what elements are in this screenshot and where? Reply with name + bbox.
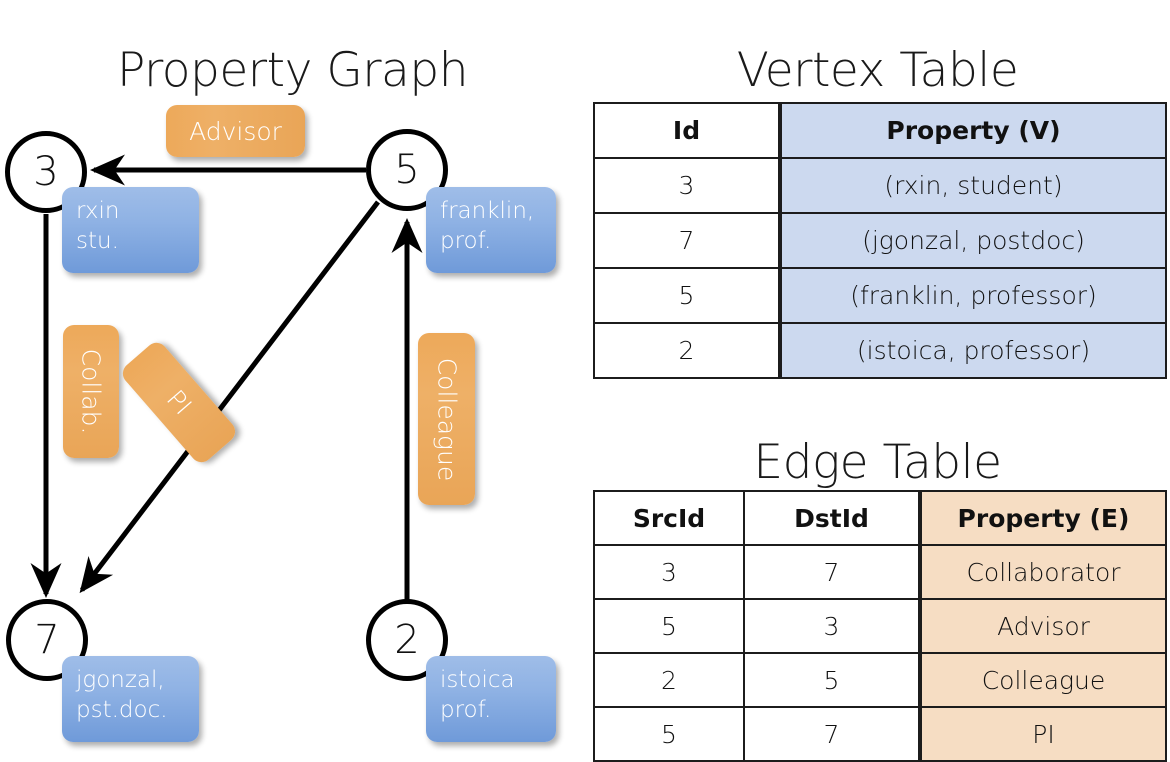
vertex-row-3-id: 2 xyxy=(593,322,781,379)
vertex-table-header-property: Property (V) xyxy=(778,102,1167,159)
table-row[interactable]: 5 (franklin, professor) xyxy=(593,267,1167,324)
vertex-table-header-id: Id xyxy=(593,102,781,159)
node-property-franklin-line1: franklin, xyxy=(440,198,535,224)
edge-label-colleague[interactable]: Colleague xyxy=(418,333,475,505)
table-row[interactable]: 2 5 Colleague xyxy=(593,652,1167,708)
edge-table: SrcId DstId Property (E) 3 7 Collaborato… xyxy=(593,490,1167,762)
node-property-box-jgonzal[interactable]: jgonzal, pst.doc. xyxy=(62,656,199,742)
node-property-box-rxin[interactable]: rxin stu. xyxy=(62,187,199,273)
page-title-edge-table: Edge Table xyxy=(753,435,1002,491)
page-title-vertex-table: Vertex Table xyxy=(736,43,1019,99)
node-property-rxin-line1: rxin xyxy=(76,198,120,224)
table-row[interactable]: 5 7 PI xyxy=(593,706,1167,762)
graph-node-7-label: 7 xyxy=(34,617,60,663)
node-property-istoica-line2: prof. xyxy=(440,697,492,724)
edge-row-1-property: Advisor xyxy=(918,598,1167,654)
vertex-table-header-row: Id Property (V) xyxy=(593,102,1167,159)
node-property-box-istoica[interactable]: istoica prof. xyxy=(426,656,556,742)
vertex-table: Id Property (V) 3 (rxin, student) 7 (jgo… xyxy=(593,102,1167,379)
page-title-property-graph: Property Graph xyxy=(117,43,469,99)
edge-row-0-property: Collaborator xyxy=(918,544,1167,600)
graph-edges-svg xyxy=(30,154,423,600)
graph-node-2[interactable]: 2 xyxy=(366,599,448,681)
node-property-jgonzal-line2: pst.doc. xyxy=(76,697,168,724)
table-row[interactable]: 7 (jgonzal, postdoc) xyxy=(593,212,1167,269)
table-row[interactable]: 3 7 Collaborator xyxy=(593,544,1167,600)
graph-node-5[interactable]: 5 xyxy=(366,129,448,211)
edge-row-0-dst: 7 xyxy=(743,544,921,600)
edge-row-2-property: Colleague xyxy=(918,652,1167,708)
vertex-row-0-id: 3 xyxy=(593,157,781,214)
edge-label-colleague-text: Colleague xyxy=(432,357,462,481)
vertex-row-2-property: (franklin, professor) xyxy=(778,267,1167,324)
graph-node-3-label: 3 xyxy=(33,149,59,195)
graph-node-5-label: 5 xyxy=(394,147,420,193)
edge-row-3-src: 5 xyxy=(593,706,745,762)
property-graph-panel: Property Graph 3 5 7 2 rxin stu. frankli… xyxy=(0,0,585,760)
edge-table-header-srcid: SrcId xyxy=(593,490,745,546)
edge-row-2-dst: 5 xyxy=(743,652,921,708)
edge-5-to-7 xyxy=(79,200,380,594)
table-row[interactable]: 2 (istoica, professor) xyxy=(593,322,1167,379)
node-property-istoica-line1: istoica xyxy=(440,667,515,693)
edge-row-0-src: 3 xyxy=(593,544,745,600)
vertex-row-1-id: 7 xyxy=(593,212,781,269)
edge-row-3-property: PI xyxy=(918,706,1167,762)
node-property-rxin-line2: stu. xyxy=(76,228,119,255)
edge-table-header-property: Property (E) xyxy=(918,490,1167,546)
node-property-box-franklin[interactable]: franklin, prof. xyxy=(426,187,556,273)
vertex-row-0-property: (rxin, student) xyxy=(778,157,1167,214)
node-property-franklin-line2: prof. xyxy=(440,228,492,255)
edge-row-3-dst: 7 xyxy=(743,706,921,762)
edge-row-1-dst: 3 xyxy=(743,598,921,654)
vertex-row-1-property: (jgonzal, postdoc) xyxy=(778,212,1167,269)
vertex-row-2-id: 5 xyxy=(593,267,781,324)
table-row[interactable]: 5 3 Advisor xyxy=(593,598,1167,654)
edge-label-advisor[interactable]: Advisor xyxy=(166,105,305,157)
node-property-jgonzal-line1: jgonzal, xyxy=(76,667,165,693)
graph-node-2-label: 2 xyxy=(394,617,420,663)
edge-label-collab[interactable]: Collab. xyxy=(63,325,119,458)
edge-table-header-row: SrcId DstId Property (E) xyxy=(593,490,1167,546)
edge-row-2-src: 2 xyxy=(593,652,745,708)
table-row[interactable]: 3 (rxin, student) xyxy=(593,157,1167,214)
edge-table-header-dstid: DstId xyxy=(743,490,921,546)
edge-label-advisor-text: Advisor xyxy=(189,116,282,146)
edge-label-pi-text: PI xyxy=(160,384,198,421)
vertex-row-3-property: (istoica, professor) xyxy=(778,322,1167,379)
edge-label-collab-text: Collab. xyxy=(76,348,106,435)
edge-row-1-src: 5 xyxy=(593,598,745,654)
